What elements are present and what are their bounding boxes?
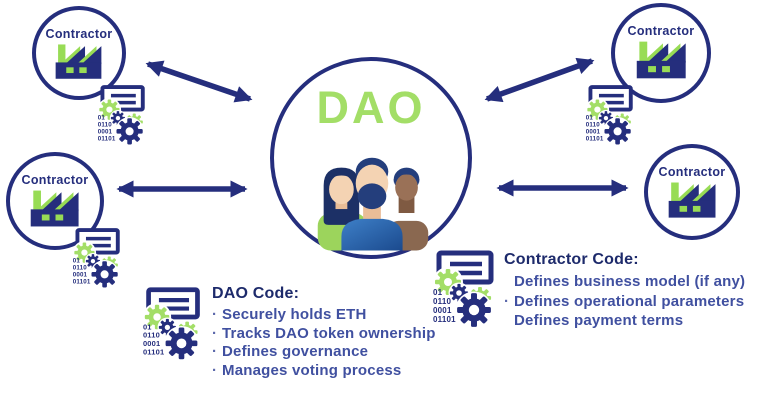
contractor-node-bottom-left: Contractor bbox=[6, 152, 104, 250]
code-document-icon-top-right: 01 0110 0001 01101 bbox=[585, 84, 637, 146]
contractor-node-bottom-right: Contractor bbox=[644, 144, 740, 240]
contractor-code-item: Defines business model (if any) bbox=[514, 273, 746, 290]
contractor-label: Contractor bbox=[658, 165, 726, 179]
avatar-man-right bbox=[386, 167, 429, 251]
contractor-node-top-left: Contractor bbox=[32, 6, 126, 100]
svg-text:01: 01 bbox=[433, 288, 443, 297]
svg-text:01: 01 bbox=[98, 115, 106, 122]
contractor-label: Contractor bbox=[627, 24, 695, 38]
avatar-man-center bbox=[341, 157, 403, 251]
dao-title: DAO bbox=[316, 82, 426, 133]
svg-text:0110: 0110 bbox=[143, 331, 160, 340]
dao-code-item: Tracks DAO token ownership bbox=[212, 325, 436, 344]
svg-text:01101: 01101 bbox=[433, 315, 456, 324]
code-document-icon-contractor-code: 01 0110 0001 01101 bbox=[432, 249, 499, 329]
factory-icon bbox=[56, 44, 102, 79]
dao-code-item: Securely holds ETH bbox=[212, 306, 436, 325]
svg-text:01101: 01101 bbox=[143, 348, 164, 357]
factory-icon bbox=[636, 41, 686, 79]
svg-text:0110: 0110 bbox=[433, 297, 452, 306]
code-document-icon-dao-code: 01 0110 0001 01101 bbox=[142, 286, 205, 361]
svg-text:0110: 0110 bbox=[98, 122, 112, 129]
contractor-code-item: Defines operational parameters bbox=[504, 292, 745, 312]
code-document-icon-top-left: 01 0110 0001 01101 bbox=[97, 84, 149, 146]
dao-code-item: Manages voting process bbox=[212, 362, 436, 381]
code-document-icon-bottom-left: 01 0110 0001 01101 bbox=[72, 227, 124, 289]
svg-text:0110: 0110 bbox=[586, 122, 600, 129]
svg-text:0001: 0001 bbox=[73, 272, 88, 279]
svg-text:01: 01 bbox=[143, 322, 152, 331]
svg-text:0110: 0110 bbox=[73, 265, 87, 272]
arrow-dao-topright bbox=[484, 57, 595, 103]
svg-text:01101: 01101 bbox=[98, 136, 116, 143]
people-group-icon bbox=[317, 157, 429, 251]
svg-text:01: 01 bbox=[586, 115, 594, 122]
svg-text:0001: 0001 bbox=[433, 306, 452, 315]
contractor-code-list: Defines business model (if any) Defines … bbox=[504, 272, 745, 331]
contractor-code-item: Defines payment terms bbox=[514, 312, 684, 329]
dao-code-heading: DAO Code: bbox=[212, 285, 300, 302]
contractor-label: Contractor bbox=[21, 173, 89, 187]
contractor-label: Contractor bbox=[45, 27, 113, 41]
dao-code-list: Securely holds ETH Tracks DAO token owne… bbox=[212, 306, 436, 380]
contractor-code-heading: Contractor Code: bbox=[504, 251, 639, 268]
dao-code-item: Defines governance bbox=[212, 343, 436, 362]
factory-icon bbox=[31, 190, 79, 227]
contractor-code-block: Contractor Code: Defines business model … bbox=[504, 251, 745, 331]
svg-text:0001: 0001 bbox=[98, 129, 113, 136]
factory-icon bbox=[668, 182, 716, 218]
svg-text:01101: 01101 bbox=[586, 136, 604, 143]
svg-text:01101: 01101 bbox=[73, 279, 91, 286]
svg-text:01: 01 bbox=[73, 258, 81, 265]
svg-text:0001: 0001 bbox=[143, 339, 160, 348]
dao-code-block: DAO Code: Securely holds ETH Tracks DAO … bbox=[212, 285, 436, 380]
svg-text:0001: 0001 bbox=[586, 129, 601, 136]
arrow-dao-topleft bbox=[145, 60, 253, 103]
